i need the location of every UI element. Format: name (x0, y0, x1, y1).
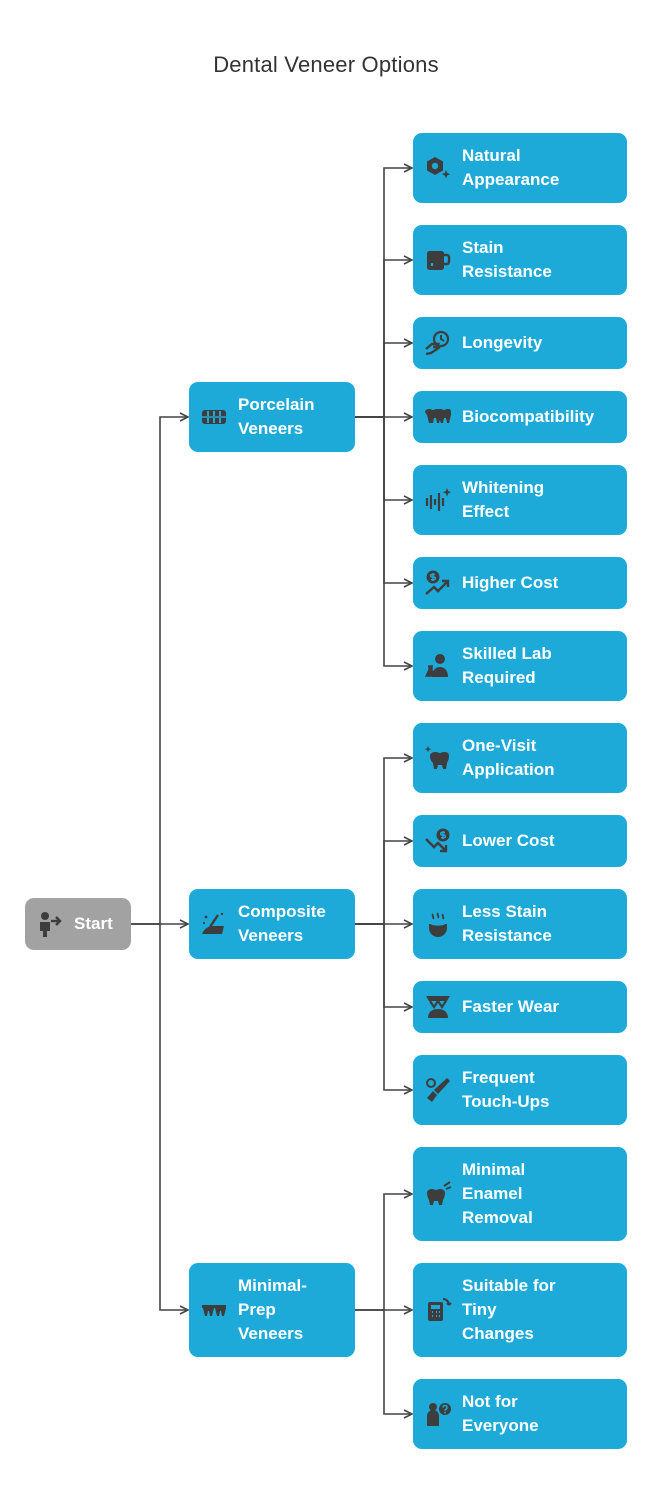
node-start-label: Start (74, 914, 113, 933)
node-suitable-for-tiny-changes-label: Suitable for Tiny Changes (462, 1276, 556, 1343)
node-suitable-for-tiny-changes[interactable]: Suitable for Tiny Changes (413, 1263, 627, 1357)
brush-tool-icon (423, 1075, 453, 1105)
node-natural-appearance-label: Natural Appearance (462, 146, 560, 189)
node-not-for-everyone[interactable]: Not for Everyone (413, 1379, 627, 1449)
calculator-arrows-icon (423, 1295, 453, 1325)
node-composite-veneers[interactable]: Composite Veneers (189, 889, 355, 959)
gem-sparkle-icon (423, 153, 453, 183)
node-higher-cost[interactable]: Higher Cost (413, 557, 627, 609)
connector-composite-veneers-to-lower-cost (355, 841, 412, 925)
connector-start-to-minimal-prep-veneers (131, 923, 188, 1310)
connector-porcelain-veneers-to-longevity (355, 343, 412, 418)
connector-minimal-prep-veneers-to-not-for-everyone (355, 1309, 412, 1414)
node-skilled-lab-required-label: Skilled Lab Required (462, 644, 552, 687)
tooth-sparkle-icon (423, 743, 453, 773)
node-start[interactable]: Start (25, 898, 131, 950)
node-minimal-enamel-removal[interactable]: Minimal Enamel Removal (413, 1147, 627, 1241)
node-frequent-touch-ups-label: Frequent Touch-Ups (462, 1068, 550, 1111)
node-natural-appearance[interactable]: Natural Appearance (413, 133, 627, 203)
node-porcelain-veneers[interactable]: Porcelain Veneers (189, 382, 355, 452)
teeth-row-icon (199, 402, 229, 432)
diagram-title: Dental Veneer Options (213, 52, 439, 77)
coffee-mug-icon (423, 245, 453, 275)
node-one-visit-application[interactable]: One-Visit Application (413, 723, 627, 793)
node-higher-cost-label: Higher Cost (462, 573, 559, 592)
connector-composite-veneers-to-frequent-touch-ups (355, 923, 412, 1090)
hand-clock-icon (423, 328, 453, 358)
connector-porcelain-veneers-to-skilled-lab-required (355, 416, 412, 666)
person-question-icon (423, 1399, 453, 1429)
worn-teeth-icon (423, 992, 453, 1022)
steaming-cup-icon (423, 909, 453, 939)
node-less-stain-resistance-label: Less Stain Resistance (462, 902, 552, 945)
node-one-visit-application-label: One-Visit Application (462, 736, 555, 779)
thin-teeth-icon (199, 1295, 229, 1325)
node-stain-resistance[interactable]: Stain Resistance (413, 225, 627, 295)
dollar-up-trend-icon (423, 568, 453, 598)
tooth-drill-icon (423, 1179, 453, 1209)
node-longevity-label: Longevity (462, 333, 543, 352)
node-biocompatibility-label: Biocompatibility (462, 407, 595, 426)
node-whitening-effect-label: Whitening Effect (462, 478, 545, 521)
lab-technician-icon (423, 651, 453, 681)
node-lower-cost[interactable]: Lower Cost (413, 815, 627, 867)
node-faster-wear-label: Faster Wear (462, 997, 560, 1016)
connector-start-to-porcelain-veneers (131, 417, 188, 925)
node-minimal-prep-veneers[interactable]: Minimal- Prep Veneers (189, 1263, 355, 1357)
node-porcelain-veneers-label: Porcelain Veneers (238, 395, 315, 438)
node-skilled-lab-required[interactable]: Skilled Lab Required (413, 631, 627, 701)
connector-minimal-prep-veneers-to-minimal-enamel-removal (355, 1194, 412, 1311)
node-minimal-prep-veneers-label: Minimal- Prep Veneers (238, 1276, 307, 1343)
node-frequent-touch-ups[interactable]: Frequent Touch-Ups (413, 1055, 627, 1125)
node-longevity[interactable]: Longevity (413, 317, 627, 369)
dollar-down-trend-icon (423, 826, 453, 856)
node-whitening-effect[interactable]: Whitening Effect (413, 465, 627, 535)
node-stain-resistance-label: Stain Resistance (462, 238, 552, 281)
node-not-for-everyone-label: Not for Everyone (462, 1392, 539, 1435)
node-biocompatibility[interactable]: Biocompatibility (413, 391, 627, 443)
dental-tool-icon (199, 909, 229, 939)
node-lower-cost-label: Lower Cost (462, 831, 555, 850)
node-composite-veneers-label: Composite Veneers (238, 902, 326, 945)
node-less-stain-resistance[interactable]: Less Stain Resistance (413, 889, 627, 959)
sound-wave-sparkle-icon (423, 485, 453, 515)
teeth-pair-icon (423, 402, 453, 432)
node-faster-wear[interactable]: Faster Wear (413, 981, 627, 1033)
person-arrow-icon (35, 909, 65, 939)
node-minimal-enamel-removal-label: Minimal Enamel Removal (462, 1160, 533, 1227)
